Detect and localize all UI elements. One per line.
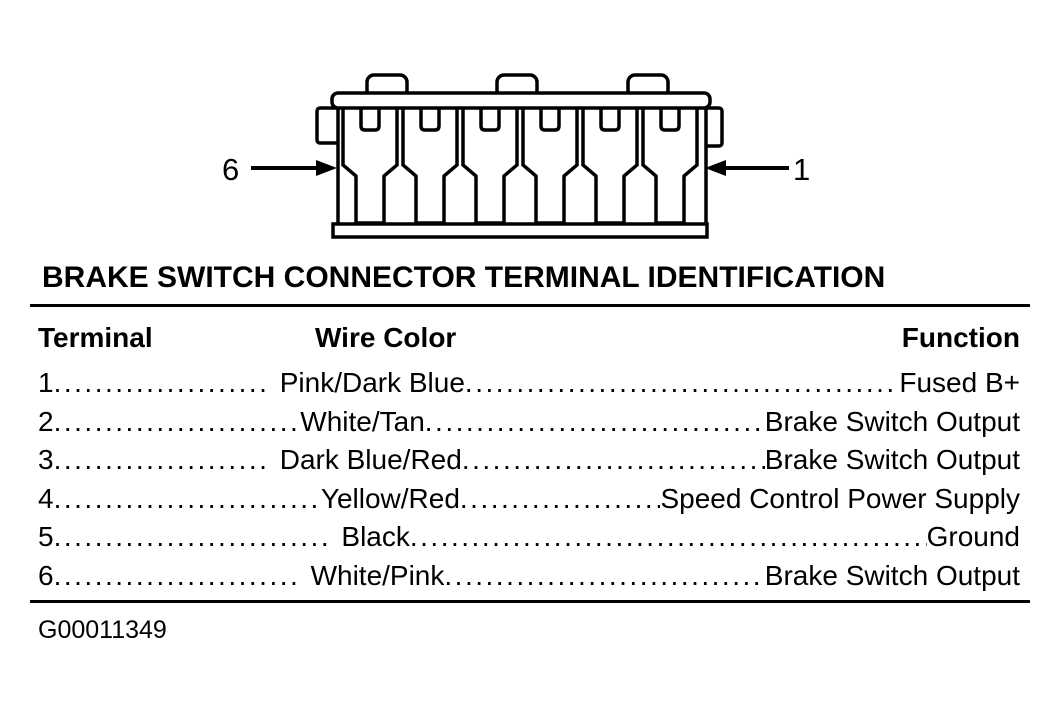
- terminal-number: 5: [38, 521, 54, 552]
- connector-diagram-svg: 6 1: [222, 73, 810, 239]
- terminal-tower: [401, 105, 459, 225]
- wire-color-value: White/Tan: [300, 405, 425, 437]
- terminal-6-arrowhead: [316, 160, 337, 176]
- column-header-function: Function: [901, 322, 1020, 353]
- wire-color-value: Black: [341, 521, 410, 552]
- terminal-1-arrowhead: [705, 160, 726, 176]
- terminal-6-label: 6: [222, 152, 239, 187]
- table-row: 5 ........................... Black ....…: [30, 518, 1030, 557]
- terminal-1-label: 1: [793, 152, 810, 187]
- terminal-number: 4: [38, 482, 54, 514]
- terminal-tower: [641, 105, 699, 225]
- terminal-number: 1: [38, 367, 54, 398]
- terminal-identification-section: BRAKE SWITCH CONNECTOR TERMINAL IDENTIFI…: [30, 261, 1030, 645]
- wire-color-value: Yellow/Red: [320, 482, 460, 514]
- dot-leader: .....................: [53, 444, 280, 475]
- page-title: BRAKE SWITCH CONNECTOR TERMINAL IDENTIFI…: [42, 261, 886, 294]
- table-row: 2 ........................ White/Tan ...…: [30, 403, 1030, 442]
- dot-leader: ..........................: [53, 482, 321, 514]
- function-value: Brake Switch Output: [764, 559, 1020, 591]
- function-value: Brake Switch Output: [764, 444, 1020, 475]
- dot-leader: ...........................: [53, 521, 342, 552]
- title-divider: [30, 304, 1030, 307]
- terminal-table: 1 ..................... Pink/Dark Blue .…: [30, 364, 1030, 595]
- wire-color-value: Pink/Dark Blue: [279, 367, 465, 398]
- dot-leader: ........................................…: [409, 521, 927, 552]
- table-row: 3 ..................... Dark Blue/Red ..…: [30, 441, 1030, 480]
- terminal-tower: [521, 105, 579, 225]
- dot-leader: .....................: [53, 367, 280, 398]
- wire-color-value: Dark Blue/Red: [279, 444, 462, 475]
- dot-leader: ........................................…: [459, 482, 661, 514]
- terminal-tower: [341, 105, 399, 225]
- dot-leader: ........................................…: [461, 444, 765, 475]
- brake-switch-connector-figure: 6 1: [185, 55, 845, 250]
- function-value: Ground: [926, 521, 1020, 552]
- function-value: Speed Control Power Supply: [660, 482, 1020, 514]
- terminal-tower: [461, 105, 519, 225]
- function-value: Brake Switch Output: [764, 405, 1020, 437]
- table-bottom-divider: [30, 600, 1030, 603]
- column-header-terminal: Terminal: [38, 322, 153, 353]
- dot-leader: ........................: [53, 405, 301, 437]
- terminal-number: 6: [38, 559, 54, 591]
- table-row: 4 .......................... Yellow/Red …: [30, 480, 1030, 519]
- terminal-number: 3: [38, 444, 54, 475]
- connector-top-rail: [330, 91, 712, 110]
- table-row: 1 ..................... Pink/Dark Blue .…: [30, 364, 1030, 403]
- column-header-wire-color: Wire Color: [315, 322, 457, 353]
- function-value: Fused B+: [899, 367, 1020, 398]
- dot-leader: ........................: [53, 559, 311, 591]
- connector-left-flange: [315, 106, 341, 145]
- table-header-row: Terminal Wire Color Function: [30, 321, 1030, 355]
- figure-id: G00011349: [38, 616, 167, 644]
- dot-leader: ........................................…: [424, 405, 765, 437]
- connector-base: [331, 222, 709, 239]
- dot-leader: ........................................…: [444, 559, 764, 591]
- terminal-tower: [581, 105, 639, 225]
- terminal-number: 2: [38, 405, 54, 437]
- dot-leader: ........................................…: [464, 367, 899, 398]
- wire-color-value: White/Pink: [310, 559, 445, 591]
- table-row: 6 ........................ White/Pink ..…: [30, 557, 1030, 596]
